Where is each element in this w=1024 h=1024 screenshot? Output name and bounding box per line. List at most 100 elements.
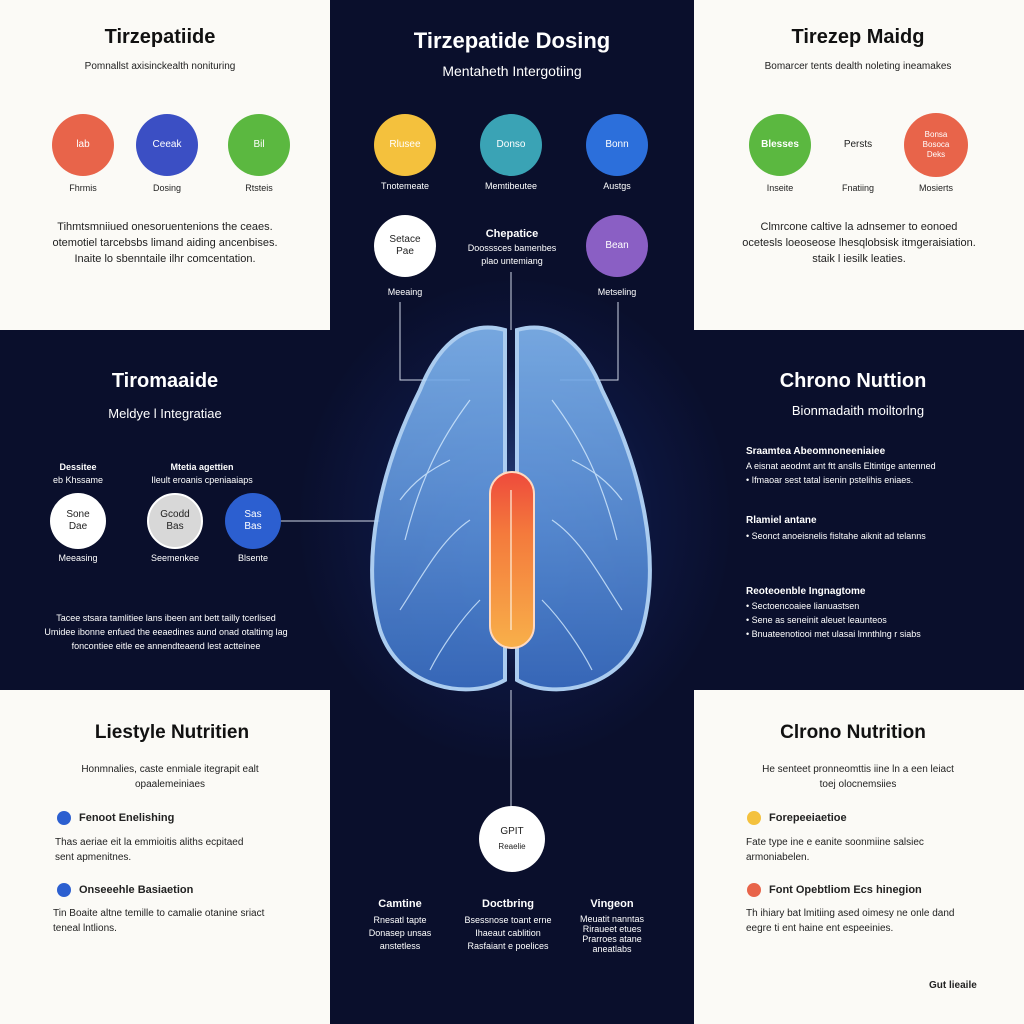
middle-right-group-3-line-3: • Bnuateenotiooi met ulasai lmnthlng r s… [746,629,921,639]
top-left-body: Tihmtsmniiued onesoruentenions the ceaes… [20,219,310,267]
bottom-right-item-1-line-2: armoniabelen. [746,852,810,863]
vein-lines [399,399,623,671]
panel-bottom-right [694,690,1024,1024]
top-right-title: Tirezep Maidg [791,26,925,48]
label-left-line-1: Dessitee [59,462,97,472]
bottom-right-item-2-body: Th ihiary bat lmitiing ased oimesy ne on… [746,906,954,936]
middle-left-label-right: Mtetia agettien Ileult eroanis cpeniaaia… [151,461,253,487]
middle-left-circle-3: Sas Bas [225,493,281,549]
bottom-right-item-2-line-1: Th ihiary bat lmitiing ased oimesy ne on… [746,908,955,919]
panel-bottom-left [0,690,330,1024]
bottom-right-item-1-body: Fate type ine e eanite soonmiine salsiec… [746,835,924,865]
middle-right-group-1-line-1: A eisnat aeodmt ant ftt anslls Eltintige… [746,461,936,471]
top-right-body-line-2: ocetesls loeoseose lhesqlobsisk itmgerai… [742,237,976,249]
label-left-line-2: eb Khssame [52,475,104,485]
bottom-left-dot-2 [57,883,71,897]
middle-left-caption-2: Seemenkee [150,553,200,563]
bottom-left-item-2-body: Tin Boaite altne temille to camalie otan… [53,906,264,936]
top-center-caption-2: Memtibeutee [484,181,538,191]
bottom-right-footnote: Gut lieaile [929,980,977,991]
middle-right-group-2-line-1: • Seonct anoeisnelis fisltahe aiknit ad … [746,531,926,541]
bottom-node-line-2: Reaelie [498,841,526,851]
top-right-body-line-1: Clmrcone caltive la adnsemer to eonoed [760,221,958,233]
bottom-center-col-2-line-3: Rasfaiant e poelices [467,941,549,951]
bottom-left-item-2-line-1: Tin Boaite altne temille to camalie otan… [53,908,265,919]
middle-left-circle-2: Gcodd Bas [147,493,203,549]
bottom-center-col-3-line-4: aneatlabs [592,944,632,954]
top-right-body: Clmrcone caltive la adnsemer to eonoed o… [714,219,1004,267]
middle-left-circle-1: Sone Dae [50,493,106,549]
top-center-circle-2: Donso [480,114,542,176]
top-right-circle-3: Bonsa Bosoca Deks [904,113,968,177]
bottom-center-col-1-line-2: Donasep unsas [368,928,432,938]
bottom-center-col-3-line-2: Riraueet etues [582,924,642,934]
top-left-subtitle: Pomnallst axisinckealth nonituring [84,61,236,72]
top-right-body-line-3: staik l iesilk leaties. [812,253,906,265]
stomach-lobes [370,325,652,692]
middle-right-group-2-head: Rlamiel antane [746,515,817,526]
bottom-left-subtitle: Honmnalies, caste enmiale itegrapit ealt… [81,762,258,792]
bottom-left-dot-1 [57,811,71,825]
top-left-caption-3: Rtsteis [245,183,273,193]
bottom-center-col-1-line-3: anstetless [379,941,421,951]
top-left-body-line-2: otemotiel tarcebsbs limand aiding ancenb… [52,237,278,249]
bottom-left-item-1-body: Thas aeriae eit la emmioitis aliths ecpi… [55,835,243,865]
label-right-line-1: Mtetia agettien [170,462,234,472]
top-right-circle-1: Blesses [749,114,811,176]
top-right-subtitle: Bomarcer tents dealth noleting ineamakes [764,61,952,72]
middle-left-body: Tacee stsara tamlitiee lans ibeen ant be… [44,611,287,653]
middle-left-caption-1: Meeasing [58,553,98,563]
middle-left-label-left: Dessitee eb Khssame [53,461,103,487]
bottom-right-subtitle: He senteet pronneomttis iine ln a een le… [762,762,954,792]
top-left-circle-3: Bil [228,114,290,176]
top-right-caption-1: Inseite [766,183,794,193]
middle-text-line-2: plao untemiang [481,256,543,266]
bottom-center-col-3-head: Vingeon [590,898,634,910]
top-left-caption-1: Fhrmis [69,183,97,193]
middle-right-group-1-head: Sraamtea Abeomnoneeniaiee [746,446,886,457]
bottom-center-col-2-line-2: Ihaeaut cablition [475,928,541,938]
top-center-circle-3: Bonn [586,114,648,176]
middle-left-title: Tiromaaide [111,370,219,392]
middle-left-body-line-2: Umidee ibonne enfued the eeaedines aund … [44,627,288,637]
top-center-caption-3: Austgs [603,181,631,191]
bottom-left-subtitle-line-2: opaalemeiniaes [134,779,206,790]
top-left-body-line-3: Inaite lo sbenntaile ilhr comcentation. [74,253,256,265]
top-center-title: Tirzepatide Dosing [413,28,611,53]
middle-left-subtitle: Meldye l Integratiae [108,406,222,421]
bottom-center-col-1-line-1: Rnesatl tapte [373,915,427,925]
middle-right-group-1-line-2: • Ifmaoar sest tatal isenin pstelihis en… [746,475,914,485]
top-left-circle-2: Ceeak [136,114,198,176]
top-right-center-label: Persts [843,139,873,150]
middle-left-body-line-3: foncontiee eitle ee annendteaend lest ac… [71,641,261,651]
top-center-left-caption: Meeaing [387,287,423,297]
bottom-left-item-1-line-2: sent apmenitnes. [55,852,132,863]
bottom-left-item-1-line-1: Thas aeriae eit la emmioitis aliths ecpi… [55,837,244,848]
bottom-left-item-2-head: Onseeehle Basiaetion [79,884,194,896]
bottom-left-item-2-line-2: teneal lntlions. [53,923,117,934]
top-left-circle-1: lab [52,114,114,176]
middle-left-caption-3: Blsente [237,553,269,563]
bottom-center-col-3: Vingeon Meuatit nanntas Riraueet etues P… [580,898,644,954]
bottom-center-col-1-head: Camtine [378,898,422,910]
top-right-caption-2: Fnatiing [841,183,875,193]
bottom-center-col-3-line-3: Prarroes atane [582,934,642,944]
top-left-caption-2: Dosing [152,183,182,193]
top-center-right-caption: Metseling [597,287,637,297]
bottom-right-item-2-line-2: eegre ti ent haine ent espeeinies. [746,923,894,934]
middle-right-group-3-line-2: • Sene as seneinit aleuet leaunteos [746,615,887,625]
panel-top-right [694,0,1024,330]
bottom-right-dot-1 [747,811,761,825]
bottom-right-item-1-head: Forepeeiaetioe [769,812,847,824]
top-left-title: Tirzepatiide [104,26,216,48]
middle-text-line-1: Doosssces bamenbes [467,243,557,253]
bottom-right-item-2-head: Font Opebtliom Ecs hinegion [769,884,922,896]
top-center-caption-1: Tnotemeate [380,181,430,191]
bottom-right-item-1-line-1: Fate type ine e eanite soonmiine salsiec [746,837,924,848]
middle-text-title: Chepatice [485,228,539,240]
bottom-right-dot-2 [747,883,761,897]
bottom-node-line-1: GPIT [500,825,524,837]
bottom-right-subtitle-line-2: toej olocnemsiies [819,779,897,790]
bottom-center-col-3-line-1: Meuatit nanntas [579,914,645,924]
